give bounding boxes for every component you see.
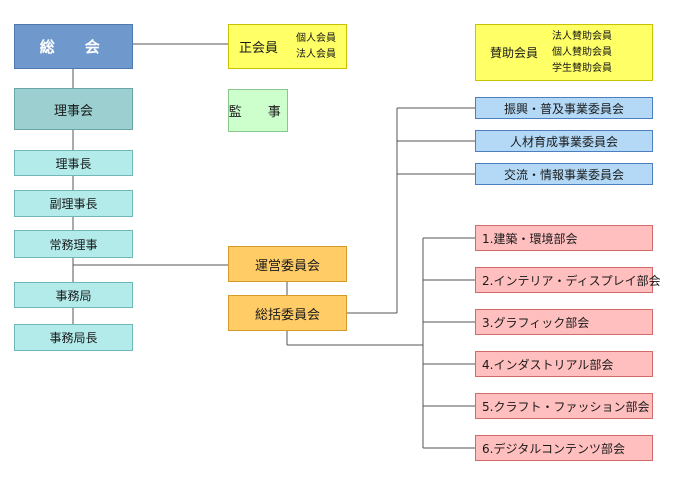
division-label: 3.グラフィック部会 — [482, 315, 590, 330]
division-box: 3.グラフィック部会 — [475, 309, 653, 335]
steering-committee-box: 運営委員会 — [228, 246, 347, 282]
steering-committee-label: 運営委員会 — [254, 258, 320, 274]
regular-members-box: 正会員 個人会員 法人会員 — [228, 24, 347, 69]
committee-box: 人材育成事業委員会 — [475, 130, 653, 152]
committee-box: 振興・普及事業委員会 — [475, 97, 653, 119]
committee-label: 人材育成事業委員会 — [509, 134, 618, 149]
committee-label: 交流・情報事業委員会 — [503, 167, 624, 182]
executive-director-box: 常務理事 — [14, 230, 133, 258]
board-of-directors-box: 理事会 — [14, 88, 133, 130]
vice-chairman-label: 副理事長 — [49, 197, 98, 211]
secretariat-label: 事務局 — [55, 288, 92, 303]
chairman-box: 理事長 — [14, 150, 133, 176]
board-of-directors-label: 理事会 — [53, 103, 93, 119]
individual-member-label: 個人会員 — [296, 32, 337, 44]
committee-box: 交流・情報事業委員会 — [475, 163, 653, 185]
division-label: 5.クラフト・ファッション部会 — [482, 399, 650, 414]
committee-label: 振興・普及事業委員会 — [503, 101, 624, 116]
division-box: 4.インダストリアル部会 — [475, 351, 653, 377]
auditor-box: 監 事 — [228, 89, 288, 132]
secretariat-chief-label: 事務局長 — [49, 331, 98, 345]
division-box: 6.デジタルコンテンツ部会 — [475, 435, 653, 461]
supporting-members-types: 法人賛助会員 個人賛助会員 学生賛助会員 — [552, 29, 612, 77]
vice-chairman-box: 副理事長 — [14, 190, 133, 217]
general-assembly-label: 総 会 — [39, 38, 108, 56]
division-label: 1.建築・環境部会 — [482, 231, 578, 246]
general-assembly-box: 総 会 — [14, 24, 133, 69]
supporting-members-label: 賛助会員 — [490, 46, 539, 60]
regular-members-types: 個人会員 法人会員 — [296, 31, 336, 63]
division-label: 4.インダストリアル部会 — [482, 357, 614, 372]
division-label: 2.インテリア・ディスプレイ部会 — [482, 273, 661, 288]
auditor-label: 監 事 — [228, 105, 288, 120]
corporate-supporting-member-label: 法人賛助会員 — [552, 30, 613, 42]
general-committee-label: 総括委員会 — [254, 307, 320, 323]
division-box: 5.クラフト・ファッション部会 — [475, 393, 653, 419]
division-box: 1.建築・環境部会 — [475, 225, 653, 251]
executive-director-label: 常務理事 — [49, 237, 98, 252]
chairman-label: 理事長 — [55, 156, 92, 171]
division-box: 2.インテリア・ディスプレイ部会 — [475, 267, 661, 293]
supporting-members-box: 賛助会員 法人賛助会員 個人賛助会員 学生賛助会員 — [475, 24, 653, 81]
individual-supporting-member-label: 個人賛助会員 — [552, 46, 613, 58]
student-supporting-member-label: 学生賛助会員 — [552, 62, 613, 74]
division-label: 6.デジタルコンテンツ部会 — [482, 441, 625, 456]
corporate-member-label: 法人会員 — [296, 48, 337, 60]
regular-members-label: 正会員 — [239, 41, 279, 56]
secretariat-chief-box: 事務局長 — [14, 324, 133, 351]
general-committee-box: 総括委員会 — [228, 295, 347, 331]
secretariat-box: 事務局 — [14, 282, 133, 308]
